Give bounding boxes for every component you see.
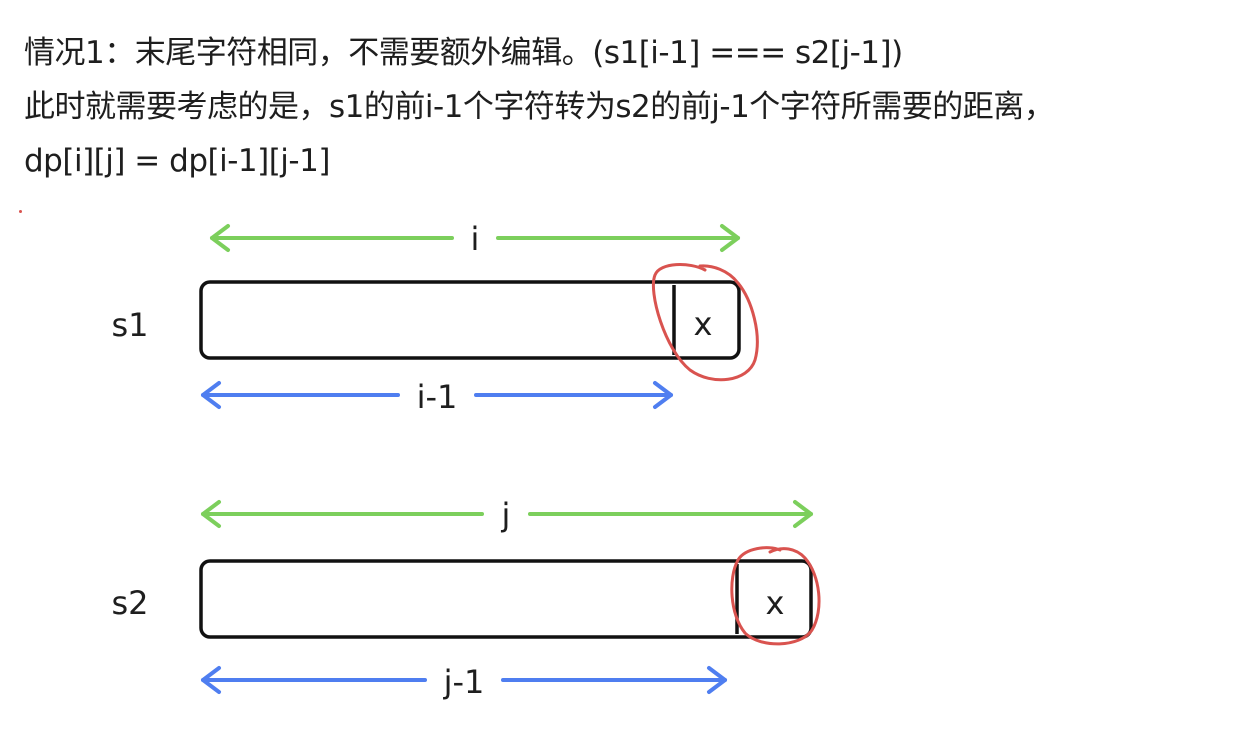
stray-red-dot: [19, 210, 22, 213]
s1-highlight-circle: [651, 263, 759, 382]
s2-j-arrow-left-head: [201, 500, 221, 528]
s1-i-label: i: [471, 220, 480, 258]
s2-highlight-circle: [730, 546, 821, 646]
s1-i-minus-1-arrow-left-head: [201, 381, 221, 409]
s1-box: [199, 280, 741, 360]
case-description: 此时就需要考虑的是，s1的前i-1个字符转为s2的前j-1个字符所需要的距离，: [24, 89, 1055, 125]
s2-j-minus-1-arrow-left-head: [201, 666, 221, 694]
s1-i-minus-1-arrow: i-1: [201, 378, 673, 416]
s1-i-arrow-right-head: [720, 224, 740, 252]
explanation-text: 情况1：末尾字符相同，不需要额外编辑。(s1[i-1] === s2[j-1])…: [24, 26, 1234, 188]
s1-i-minus-1-arrow-right-head: [653, 381, 673, 409]
s1-group: i s1 x i-1: [111, 220, 759, 416]
s1-cell-x: x: [694, 305, 713, 343]
s1-i-arrow: i: [210, 220, 740, 258]
s2-j-minus-1-arrow-right-head: [707, 666, 727, 694]
s2-group: j s2 x j-1: [111, 496, 821, 701]
s2-box: [199, 559, 813, 639]
s2-j-label: j: [501, 496, 511, 534]
s2-j-minus-1-label: j-1: [443, 663, 485, 701]
case-heading: 情况1：末尾字符相同，不需要额外编辑。(s1[i-1] === s2[j-1]): [24, 35, 903, 71]
s1-i-minus-1-label: i-1: [417, 378, 458, 416]
s2-j-arrow-right-head: [793, 500, 813, 528]
dp-formula: dp[i][j] = dp[i-1][j-1]: [24, 143, 330, 179]
s2-j-arrow: j: [201, 496, 813, 534]
s2-j-minus-1-arrow: j-1: [201, 663, 727, 701]
s2-cell-x: x: [766, 584, 785, 622]
s1-i-arrow-left-head: [210, 224, 230, 252]
s1-label: s1: [111, 306, 148, 344]
s2-label: s2: [111, 584, 148, 622]
